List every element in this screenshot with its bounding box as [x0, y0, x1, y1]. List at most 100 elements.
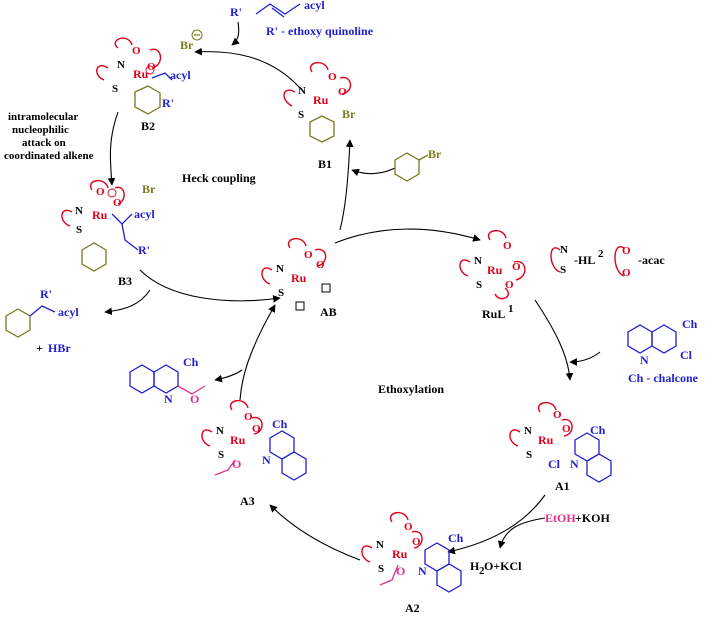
rul1-label: RuL [482, 307, 505, 321]
complex-b2: N O O Ru S acyl R' B2 [96, 37, 191, 133]
ethoxylation-cycle-arrows [239, 299, 574, 561]
etoh-label: EtOH [545, 511, 576, 525]
svg-text:O: O [252, 423, 261, 435]
ethoxyquinoline-product: Ch N O [129, 355, 206, 406]
svg-text:O: O [412, 536, 421, 548]
svg-text:O: O [396, 564, 405, 578]
svg-text:S: S [112, 83, 118, 95]
svg-text:2: 2 [479, 565, 485, 577]
heck-product: R' acyl + HBr [5, 287, 79, 355]
b3-label: B3 [118, 274, 132, 288]
hbr-plus: + [36, 341, 43, 355]
complex-rul1: N O O O Ru S RuL 1 [459, 230, 526, 321]
svg-text:O: O [316, 259, 325, 271]
svg-text:S: S [218, 449, 224, 461]
svg-text:O: O [132, 45, 141, 57]
a3-label: A3 [240, 494, 255, 508]
svg-text:O: O [512, 261, 521, 273]
svg-text:-HL: -HL [574, 253, 595, 267]
svg-text:Br: Br [428, 147, 442, 161]
svg-text:O: O [96, 186, 105, 198]
ab-ru: Ru [291, 271, 307, 285]
svg-text:S: S [76, 224, 82, 236]
svg-text:N: N [75, 205, 83, 217]
svg-text:S: S [378, 563, 384, 575]
svg-text:Br: Br [142, 182, 156, 196]
svg-text:Br: Br [180, 38, 194, 52]
svg-text:N: N [376, 539, 384, 551]
svg-text:O: O [503, 240, 512, 252]
svg-text:coordinated alkene: coordinated alkene [4, 150, 94, 162]
svg-text:2: 2 [598, 248, 604, 260]
svg-text:O: O [562, 423, 571, 435]
complex-b1: N O O Ru S Br B1 [283, 62, 356, 171]
svg-text:attack on: attack on [22, 137, 66, 149]
svg-text:N: N [276, 263, 284, 275]
b1-label: B1 [318, 157, 332, 171]
svg-text:Ch: Ch [682, 317, 698, 331]
rul1-ru: Ru [487, 263, 503, 277]
koh-label: +KOH [575, 511, 611, 525]
svg-text:O: O [244, 411, 253, 423]
svg-text:O: O [404, 521, 413, 533]
hbr-label: HBr [48, 341, 71, 355]
svg-text:acyl: acyl [170, 68, 191, 82]
svg-text:Cl: Cl [548, 457, 561, 471]
ligand-legend: N S -HL 2 O O -acac [550, 244, 665, 279]
a3-ru: Ru [230, 433, 246, 447]
svg-text:N: N [418, 564, 427, 578]
complex-b3: N O O Ru Br S acyl R' B3 [61, 180, 156, 288]
chloroquinoline-reagent: Ch Cl N Ch - chalcone [627, 317, 699, 385]
svg-text:O+KCl: O+KCl [484, 559, 522, 573]
top-reagent-description: R' - ethoxy quinoline [266, 24, 374, 38]
svg-text:-acac: -acac [638, 253, 665, 267]
svg-text:N: N [524, 425, 532, 437]
svg-text:O: O [338, 86, 347, 98]
h2o-label: H [470, 559, 480, 573]
svg-text:S: S [298, 109, 304, 121]
a1-ru: Ru [538, 433, 554, 447]
svg-text:nucleophilic: nucleophilic [12, 124, 69, 136]
ab-label: AB [320, 305, 337, 319]
svg-text:R': R' [40, 287, 52, 301]
svg-text:N: N [474, 255, 482, 267]
svg-text:O: O [505, 279, 514, 291]
svg-text:R': R' [162, 96, 174, 110]
svg-text:O: O [190, 392, 199, 406]
b3-ru: Ru [92, 208, 108, 222]
svg-text:1: 1 [508, 303, 514, 315]
heck-coupling-label: Heck coupling [182, 171, 256, 185]
svg-text:Ch: Ch [183, 355, 199, 369]
svg-text:Ch: Ch [590, 423, 606, 437]
svg-text:N: N [560, 244, 568, 256]
top-r-label: R' [230, 5, 242, 19]
svg-text:R': R' [138, 243, 150, 257]
svg-text:N: N [164, 392, 173, 406]
svg-text:O: O [304, 249, 313, 261]
svg-text:Br: Br [342, 107, 356, 121]
complex-a3: N O O Ru S O Ch N A3 [201, 400, 307, 508]
svg-text:N: N [117, 59, 125, 71]
svg-text:S: S [278, 287, 284, 299]
top-alkene-reagent: acyl R' R' - ethoxy quinoline [230, 0, 374, 38]
svg-text:O: O [553, 409, 562, 421]
svg-text:O: O [622, 245, 631, 257]
svg-text:N: N [570, 457, 579, 471]
svg-text:O: O [113, 197, 122, 209]
svg-text:O: O [622, 267, 631, 279]
br-minus-top: Br [180, 29, 203, 52]
ch-chalcone-label: Ch - chalcone [628, 371, 699, 385]
intramolecular-note: intramolecular nucleophilic attack on co… [4, 111, 94, 162]
side-arrows [104, 21, 601, 549]
svg-text:N: N [298, 85, 306, 97]
bromobenzene: Br [394, 147, 442, 182]
svg-text:O: O [232, 457, 241, 471]
svg-text:N: N [262, 453, 271, 467]
b2-label: B2 [141, 119, 155, 133]
a1-label: A1 [555, 479, 570, 493]
svg-text:acyl: acyl [58, 305, 79, 319]
b1-ru: Ru [313, 93, 329, 107]
complex-ab: N O O Ru S AB [261, 238, 337, 319]
